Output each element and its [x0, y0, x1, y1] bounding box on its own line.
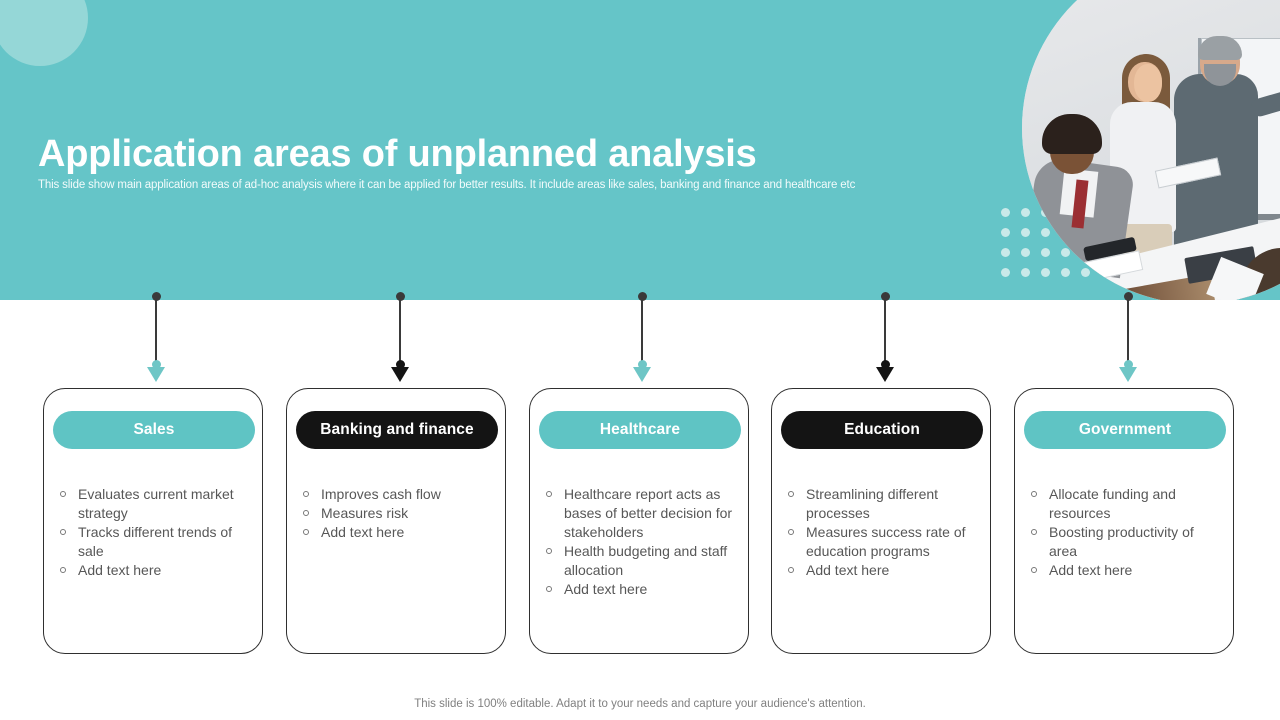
page-subtitle: This slide show main application areas o…: [38, 178, 856, 191]
arrow-down-icon: [391, 367, 409, 382]
list-item: Measures risk: [299, 504, 497, 523]
arrow-down-icon: [147, 367, 165, 382]
list-item: Tracks different trends of sale: [56, 523, 254, 561]
decorative-circle-top-left: [0, 0, 88, 66]
header-band: [0, 0, 1280, 300]
list-item: Evaluates current market strategy: [56, 485, 254, 523]
team-meeting-photo: [1022, 0, 1280, 300]
list-item: Boosting productivity of area: [1027, 523, 1225, 561]
connector-line: [1127, 297, 1129, 365]
connector-top-dot: [637, 292, 647, 301]
card-title-pill-banking-and-finance[interactable]: Banking and finance: [296, 411, 498, 449]
list-item: Allocate funding and resources: [1027, 485, 1225, 523]
list-item: Healthcare report acts as bases of bette…: [542, 485, 740, 542]
connector-bottom-dot: [880, 360, 890, 369]
connector-top-dot: [151, 292, 161, 301]
connector-top-dot: [880, 292, 890, 301]
list-item: Add text here: [1027, 561, 1225, 580]
connector-bottom-dot: [637, 360, 647, 369]
connector-line: [155, 297, 157, 365]
arrow-down-icon: [633, 367, 651, 382]
connector-banking-and-finance: [390, 292, 410, 388]
connector-line: [641, 297, 643, 365]
card-title-pill-healthcare[interactable]: Healthcare: [539, 411, 741, 449]
connector-top-dot: [1123, 292, 1133, 301]
connector-bottom-dot: [395, 360, 405, 369]
list-item: Add text here: [56, 561, 254, 580]
connector-sales: [146, 292, 166, 388]
connector-line: [399, 297, 401, 365]
connector-healthcare: [632, 292, 652, 388]
bullet-list-healthcare: Healthcare report acts as bases of bette…: [542, 485, 740, 599]
card-title-pill-government[interactable]: Government: [1024, 411, 1226, 449]
connector-line: [884, 297, 886, 365]
connector-top-dot: [395, 292, 405, 301]
arrow-down-icon: [1119, 367, 1137, 382]
list-item: Health budgeting and staff allocation: [542, 542, 740, 580]
list-item: Improves cash flow: [299, 485, 497, 504]
card-title-pill-sales[interactable]: Sales: [53, 411, 255, 449]
card-title-pill-education[interactable]: Education: [781, 411, 983, 449]
connector-bottom-dot: [1123, 360, 1133, 369]
list-item: Add text here: [542, 580, 740, 599]
connector-bottom-dot: [151, 360, 161, 369]
connector-government: [1118, 292, 1138, 388]
page-title: Application areas of unplanned analysis: [38, 133, 757, 176]
list-item: Add text here: [299, 523, 497, 542]
footer-note: This slide is 100% editable. Adapt it to…: [414, 698, 866, 710]
arrow-down-icon: [876, 367, 894, 382]
connector-education: [875, 292, 895, 388]
list-item: Add text here: [784, 561, 982, 580]
list-item: Streamlining different processes: [784, 485, 982, 523]
list-item: Measures success rate of education progr…: [784, 523, 982, 561]
